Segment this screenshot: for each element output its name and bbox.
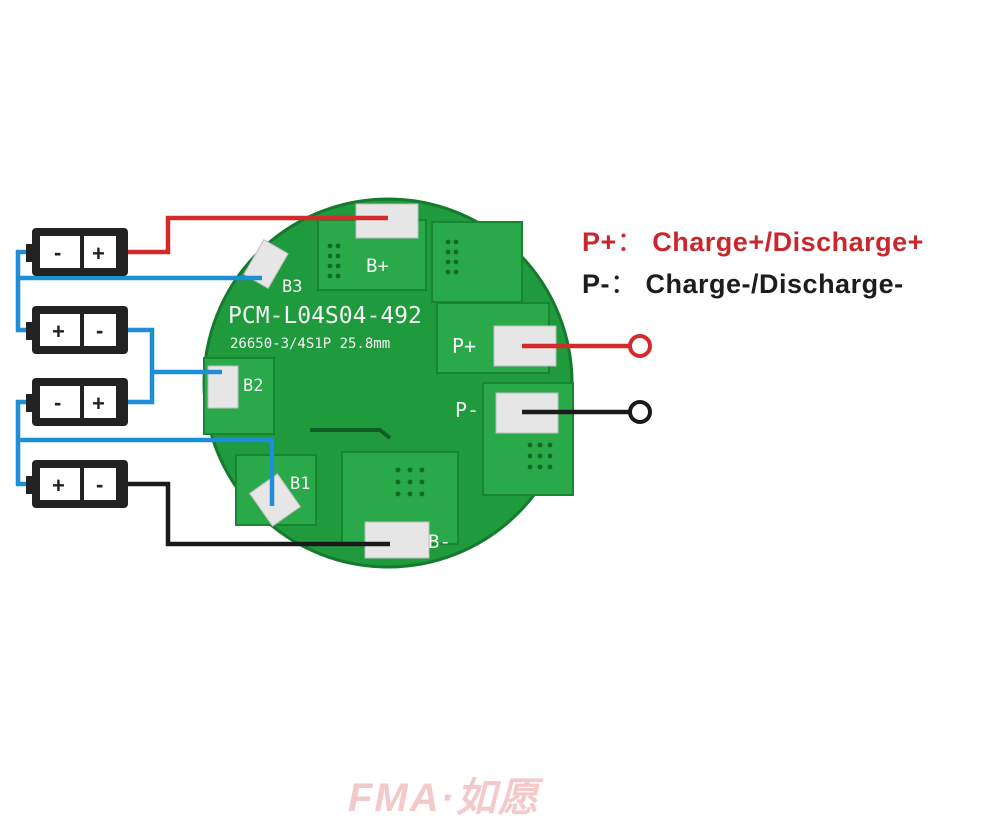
label-b1: B1 — [290, 474, 310, 494]
battery-1: - + — [26, 228, 128, 276]
legend-p-plus-term: P+ — [582, 227, 617, 257]
label-p-minus: P- — [455, 398, 479, 422]
label-b3: B3 — [282, 277, 302, 297]
legend-p-minus-term: P- — [582, 269, 610, 299]
label-b-plus: B+ — [366, 255, 389, 277]
battery-1-left-symbol: - — [54, 240, 61, 265]
terminal-p-plus — [628, 334, 652, 358]
label-b-minus: B- — [428, 531, 451, 553]
brand-watermark: FMA·如愿 — [348, 776, 540, 820]
battery-3-right-symbol: + — [92, 391, 105, 416]
wire-b-minus — [128, 481, 390, 547]
legend-p-plus-desc: Charge+/Discharge+ — [652, 227, 924, 257]
label-b2: B2 — [243, 376, 263, 396]
battery-1-right-symbol: + — [92, 241, 105, 266]
pcb-board: PCM-L04S04-492 26650-3/4S1P 25.8mm B+ B3… — [202, 197, 574, 569]
legend-p-minus-sep: ： — [610, 269, 638, 299]
legend-p-plus: P+： Charge+/Discharge+ — [582, 220, 924, 259]
terminal-p-minus — [628, 400, 652, 424]
wire-b2 — [128, 327, 222, 405]
battery-2-right-symbol: - — [96, 318, 103, 343]
board-spec-text: 26650-3/4S1P 25.8mm — [230, 336, 390, 352]
battery-4-right-symbol: - — [96, 472, 103, 497]
battery-3: - + — [26, 378, 128, 426]
battery-4: + - — [26, 460, 128, 508]
pad-b1 — [248, 473, 302, 527]
wire-b-plus — [128, 215, 388, 255]
battery-3-left-symbol: - — [54, 390, 61, 415]
battery-2: + - — [26, 306, 128, 354]
board-model-text: PCM-L04S04-492 — [228, 303, 422, 329]
pad-b-plus — [355, 203, 419, 239]
label-p-plus: P+ — [452, 334, 476, 358]
battery-2-left-symbol: + — [52, 319, 65, 344]
legend-p-minus-desc: Charge-/Discharge- — [645, 269, 904, 299]
wire-b1 — [15, 399, 275, 506]
legend-p-plus-sep: ： — [616, 227, 645, 257]
legend-p-minus: P-： Charge-/Discharge- — [582, 262, 904, 301]
pad-b-minus — [364, 521, 430, 559]
battery-4-left-symbol: + — [52, 473, 65, 498]
